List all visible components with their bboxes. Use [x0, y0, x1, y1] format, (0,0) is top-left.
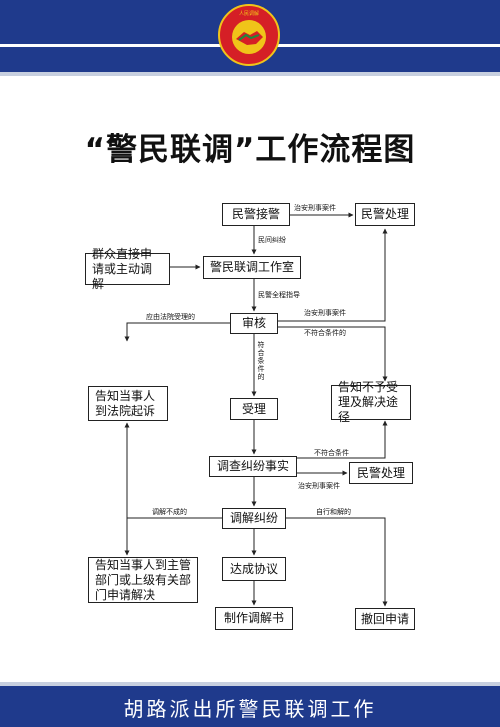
label-civil-dispute: 民间纠纷 — [258, 236, 286, 244]
node-make-doc: 制作调解书 — [215, 607, 293, 630]
edge-mediate-to-withdraw — [286, 517, 388, 607]
node-police-handle-mid: 民警处理 — [349, 462, 413, 484]
label-criminal-1: 治安刑事案件 — [294, 204, 336, 212]
edge-review-to-court — [124, 322, 230, 342]
edge-review-to-police — [278, 228, 388, 322]
node-investigate: 调查纠纷事实 — [209, 456, 297, 477]
node-inform-reject: 告知不予受理及解决途径 — [331, 380, 411, 424]
node-withdraw: 撤回申请 — [355, 608, 415, 630]
label-criminal-3: 治安刑事案件 — [298, 482, 340, 490]
footer-band — [0, 686, 500, 727]
handshake-emblem-icon: 人民调解 — [218, 4, 280, 66]
node-mediate: 调解纠纷 — [222, 508, 286, 529]
node-joint-office: 警民联调工作室 — [203, 256, 301, 279]
node-police-report: 民警接警 — [222, 203, 290, 226]
node-mass-apply: 群众直接申请或主动调解 — [85, 247, 170, 291]
node-police-handle-top: 民警处理 — [355, 203, 415, 226]
edge-investigate-to-reject — [297, 420, 388, 459]
node-review: 审核 — [230, 313, 278, 334]
node-accept: 受理 — [230, 398, 278, 420]
page-title: “警民联调”工作流程图 — [84, 132, 416, 168]
footer-edge — [0, 682, 500, 686]
edge-mediate-to-court — [124, 422, 222, 519]
node-inform-dept: 告知当事人到主管部门或上级有关部门申请解决 — [88, 557, 198, 603]
label-not-qualified-1: 不符合条件的 — [304, 329, 346, 337]
label-mediation-failed: 调解不成的 — [152, 508, 187, 516]
label-court-accepted: 应由法院受理的 — [146, 313, 195, 321]
emblem-text: 人民调解 — [238, 11, 259, 17]
node-inform-court: 告知当事人到法院起诉 — [88, 386, 168, 421]
label-guidance: 民警全程指导 — [258, 291, 300, 299]
header-edge — [0, 72, 500, 76]
edge-review-to-reject — [278, 326, 388, 382]
label-self-settled: 自行和解的 — [316, 508, 351, 516]
label-not-qualified-2: 不符合条件 — [314, 449, 349, 457]
footer-text: 胡路派出所警民联调工作 — [123, 697, 377, 721]
label-qualified: 符合条件的 — [257, 341, 265, 381]
node-agreement: 达成协议 — [222, 557, 286, 581]
label-criminal-2: 治安刑事案件 — [304, 309, 346, 317]
